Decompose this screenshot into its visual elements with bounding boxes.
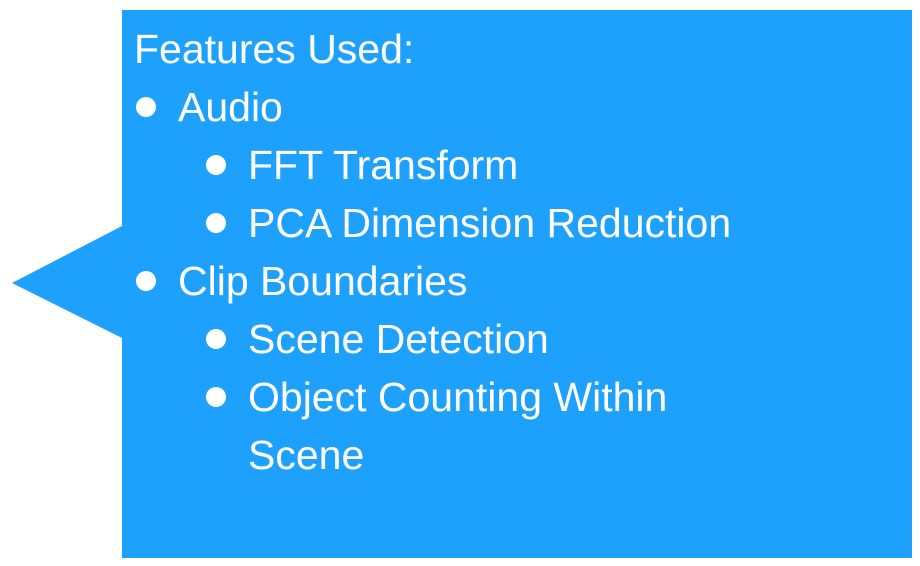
list-item: Audio FFT Transform PCA Dimension Reduct… <box>134 78 904 252</box>
callout-content: Features Used: Audio FFT Transform <box>134 20 904 484</box>
list-item-row: Scene Detection <box>204 310 904 368</box>
bullet-icon <box>206 387 226 407</box>
list-item-label: PCA Dimension Reduction <box>248 200 732 246</box>
feature-list: Audio FFT Transform PCA Dimension Reduct… <box>134 78 904 484</box>
bullet-icon <box>136 97 156 117</box>
list-item: FFT Transform <box>204 136 904 194</box>
sub-feature-list: FFT Transform PCA Dimension Reduction <box>204 136 904 252</box>
list-item-row: PCA Dimension Reduction <box>204 194 904 252</box>
list-item: Clip Boundaries Scene Detection Object C… <box>134 252 904 484</box>
list-item-row: Object Counting Within Scene <box>204 368 904 484</box>
bullet-icon <box>136 271 156 291</box>
list-item-row: FFT Transform <box>204 136 904 194</box>
list-item: Scene Detection <box>204 310 904 368</box>
list-item-label: Scene Detection <box>248 316 549 362</box>
list-item-row: Audio <box>134 78 904 136</box>
callout-body-with-pointer <box>12 10 912 558</box>
list-item-label: FFT Transform <box>248 142 519 188</box>
list-item-label: Audio <box>178 84 283 130</box>
list-item-label: Clip Boundaries <box>178 258 468 304</box>
bullet-icon <box>206 213 226 233</box>
list-item-label: Object Counting Within Scene <box>248 374 668 478</box>
list-item: Object Counting Within Scene <box>204 368 904 484</box>
callout-heading: Features Used: <box>134 26 415 72</box>
list-item: PCA Dimension Reduction <box>204 194 904 252</box>
sub-feature-list: Scene Detection Object Counting Within S… <box>204 310 904 484</box>
bullet-icon <box>206 329 226 349</box>
bullet-icon <box>206 155 226 175</box>
list-item-row: Clip Boundaries <box>134 252 904 310</box>
